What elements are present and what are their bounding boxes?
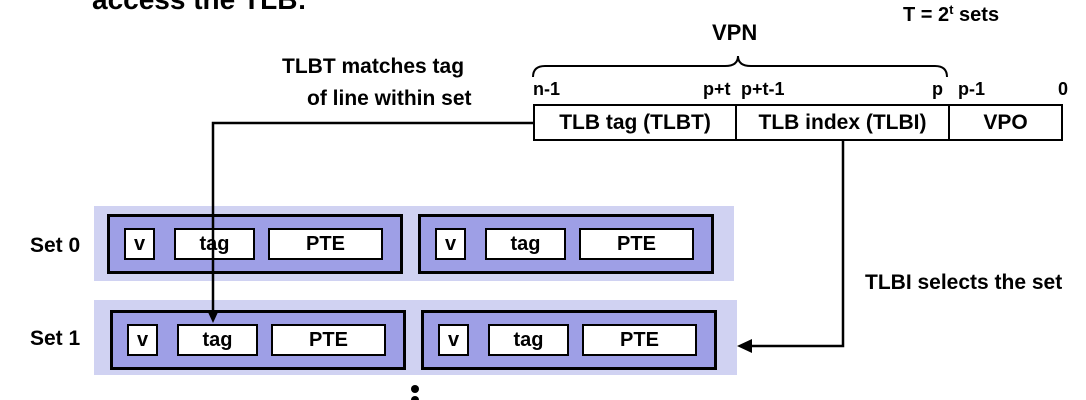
set-0-line-0-tag: tag [174, 228, 255, 260]
bit-label-p-minus-1: p-1 [958, 79, 985, 99]
set-0-line-1-valid-bit: v [435, 228, 466, 260]
set-0-line-1-tag: tag [485, 228, 566, 260]
set-1-line-1-pte: PTE [582, 324, 697, 356]
tlbi-select-connector [750, 141, 845, 348]
more-sets-dot-2 [411, 396, 419, 400]
vpo-field: VPO [948, 104, 1063, 141]
set-1-line-1-tag: tag [488, 324, 569, 356]
set-0-line-0-pte: PTE [268, 228, 383, 260]
vpn-brace [532, 55, 948, 78]
bit-label-p: p [932, 79, 943, 99]
vpn-label: VPN [712, 20, 758, 45]
set-1-line-0-tag: tag [177, 324, 258, 356]
set-1-line-0-pte: PTE [271, 324, 386, 356]
match-note-line1: TLBT matches tag [282, 55, 465, 78]
set-1-line-1-valid-bit: v [438, 324, 469, 356]
tlbt-match-connector [211, 121, 533, 315]
set-0-line-1-pte: PTE [579, 228, 694, 260]
select-note: TLBI selects the set [865, 271, 1063, 294]
bit-label-p-plus-t-minus-1: p+t-1 [741, 79, 785, 99]
match-note-line2: of line within set [307, 87, 472, 110]
bit-label-zero: 0 [1058, 79, 1069, 99]
sets-count-note: T = 2t sets [903, 2, 1000, 26]
tlb-index-field: TLB index (TLBI) [735, 104, 950, 141]
set-1-label: Set 1 [30, 327, 81, 350]
set-0-label: Set 0 [30, 234, 81, 257]
bit-label-p-plus-t: p+t [703, 79, 731, 99]
more-sets-dot-1 [411, 385, 419, 393]
tlbt-match-arrowhead [207, 310, 219, 323]
set-0-line-0-valid-bit: v [124, 228, 155, 260]
tlbi-select-arrowhead [737, 339, 752, 353]
set-1-line-0-valid-bit: v [127, 324, 158, 356]
title-fragment: access the TLB: [92, 0, 307, 14]
bit-label-n-minus-1: n-1 [533, 79, 560, 99]
tlb-tag-field: TLB tag (TLBT) [533, 104, 737, 141]
